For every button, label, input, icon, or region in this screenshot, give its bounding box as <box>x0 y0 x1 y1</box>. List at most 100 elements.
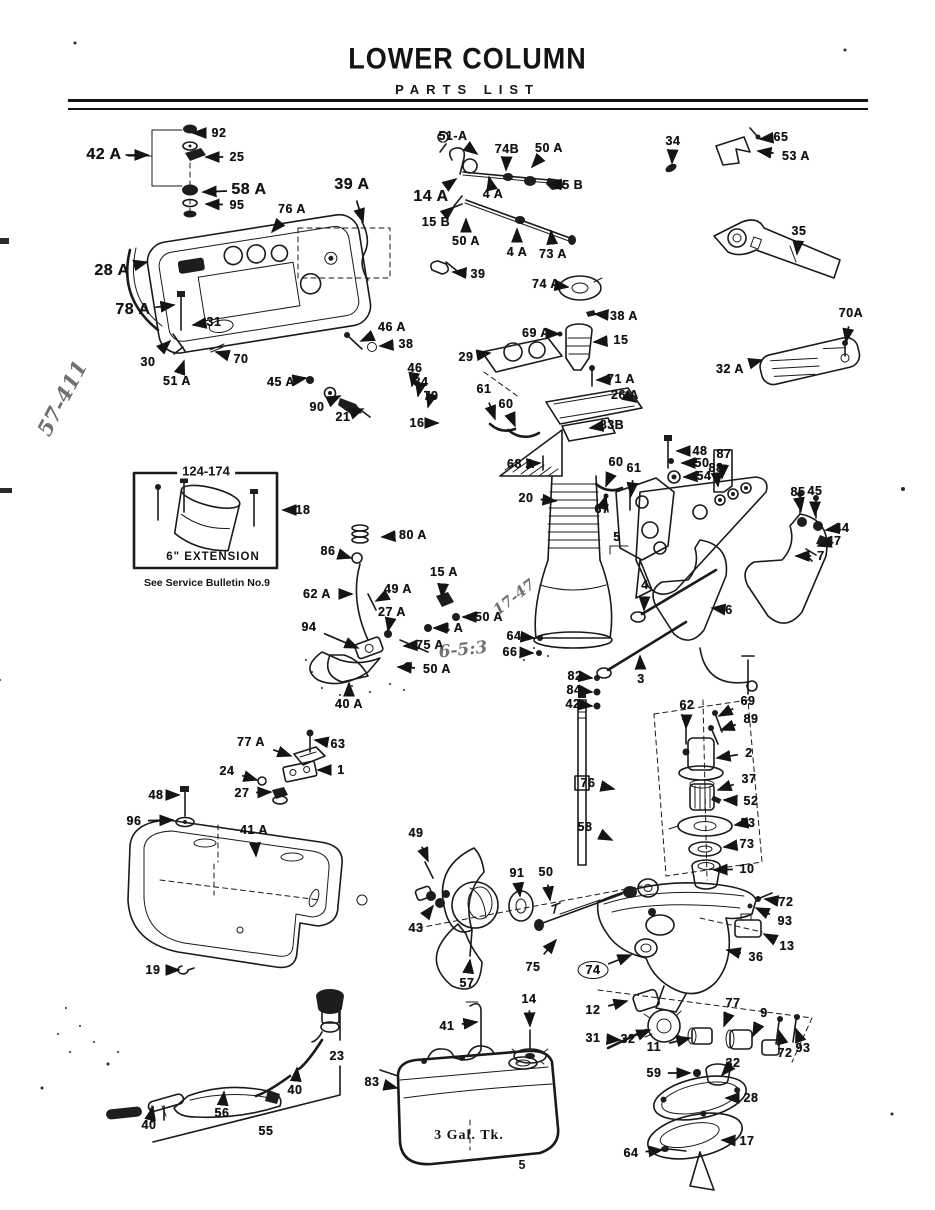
leader-arrow <box>451 267 468 279</box>
part-callout-46: 46 <box>407 361 423 375</box>
part-callout-18: 18 <box>295 503 311 517</box>
clamp-bracket-art <box>596 435 830 695</box>
leader-arrow <box>715 750 739 762</box>
fastener-stack-art <box>127 124 206 218</box>
leader-arrow <box>680 714 693 730</box>
part-callout-96: 96 <box>126 814 142 828</box>
part-callout-27: 27 <box>234 786 250 800</box>
part-callout-64: 64 <box>506 629 522 643</box>
part-callout-2: 2 <box>745 746 753 760</box>
leader-arrow <box>462 141 479 156</box>
leader-arrow <box>144 1105 156 1122</box>
leader-arrow <box>396 661 416 674</box>
part-callout-9: 9 <box>760 1006 768 1020</box>
leader-arrow <box>722 794 738 807</box>
part-callout-91: 91 <box>509 866 525 880</box>
part-callout-83b: 83B <box>599 418 625 432</box>
leader-arrow <box>414 381 427 398</box>
part-callout-24: 24 <box>219 764 235 778</box>
part-callout-75a: 75 A <box>416 638 444 652</box>
part-callout-93: 93 <box>777 914 793 928</box>
part-callout-14a: 14 A <box>413 188 449 205</box>
leader-arrow <box>719 719 737 731</box>
part-callout-32: 32 <box>620 1032 636 1046</box>
leader-arrow <box>155 300 176 313</box>
page-title: LOWER COLUMN <box>348 42 587 76</box>
part-callout-72: 72 <box>778 895 794 909</box>
leader-arrow <box>484 402 496 421</box>
leader-arrow <box>380 530 396 543</box>
part-callout-4: 4 <box>641 578 649 592</box>
leader-arrow <box>504 411 516 428</box>
part-callout-83: 83 <box>364 1075 380 1089</box>
leader-arrow <box>776 1029 789 1046</box>
part-callout-94: 94 <box>301 620 317 634</box>
leader-arrow <box>621 389 638 403</box>
part-callout-74a: 74 A <box>532 277 560 291</box>
part-callout-40a: 40 A <box>335 697 363 711</box>
part-callout-56: 56 <box>214 1106 230 1120</box>
leader-arrow <box>519 630 536 643</box>
lower-cowl-art <box>127 729 368 975</box>
leader-arrow <box>638 596 651 612</box>
part-callout-65: 65 <box>773 130 789 144</box>
leader-arrow <box>419 904 435 921</box>
handwritten-note: 17-47 <box>489 575 539 619</box>
leader-arrow <box>540 493 558 506</box>
leader-arrow <box>605 471 617 488</box>
part-callout-40: 40 <box>287 1083 303 1097</box>
part-callout-11: 11 <box>646 1040 662 1054</box>
leader-arrow <box>606 1033 622 1045</box>
part-callout-79: 79 <box>423 389 439 403</box>
part-callout-34: 34 <box>665 134 681 148</box>
part-callout-4a: 4 A <box>482 187 504 201</box>
part-callout-57: 57 <box>459 976 475 990</box>
leader-arrow <box>348 408 365 420</box>
leader-arrow <box>439 205 456 221</box>
part-callout-66: 66 <box>502 645 518 659</box>
extension-box-note: See Service Bulletin No.9 <box>143 577 271 589</box>
part-callout-53a: 53 A <box>782 149 810 163</box>
leader-arrow <box>666 149 679 165</box>
leader-arrow <box>270 217 286 234</box>
part-callout-75: 75 <box>525 960 541 974</box>
part-callout-41a: 41 A <box>240 823 268 837</box>
part-callout-74b: 74B <box>494 142 520 156</box>
leader-arrow <box>712 863 733 876</box>
leader-arrow <box>725 947 742 959</box>
part-callout-73a: 73 A <box>539 247 567 261</box>
part-callout-31: 31 <box>585 1031 601 1045</box>
part-callout-15b: 15 B <box>554 178 584 192</box>
leader-arrow <box>793 496 805 513</box>
leader-arrow <box>336 548 353 560</box>
leader-arrow <box>747 357 764 370</box>
part-callout-14: 14 <box>521 992 537 1006</box>
part-callout-74: 74 <box>577 961 609 979</box>
part-callout-61: 61 <box>476 382 492 396</box>
part-callout-42: 42 <box>565 697 581 711</box>
part-callout-30: 30 <box>140 355 156 369</box>
part-callout-4a: 4 A <box>506 245 528 259</box>
leader-arrow <box>720 1060 736 1077</box>
leader-arrow <box>408 371 421 388</box>
part-callout-1: 1 <box>337 763 345 777</box>
tiller-handle-art <box>665 127 861 386</box>
part-callout-61: 61 <box>626 461 642 475</box>
part-callout-76: 76 <box>580 776 596 790</box>
part-callout-15: 15 <box>613 333 629 347</box>
leader-arrow <box>323 632 360 649</box>
part-callout-60: 60 <box>608 455 624 469</box>
part-callout-46a: 46 A <box>378 320 406 334</box>
leader-arrow <box>289 1066 302 1083</box>
leader-arrow <box>607 998 629 1011</box>
part-callout-28: 28 <box>743 1091 759 1105</box>
part-callout-7: 7 <box>817 549 825 563</box>
leader-arrow <box>716 779 735 792</box>
part-callout-90: 90 <box>309 400 325 414</box>
leader-arrow <box>523 1010 536 1028</box>
part-callout-49a: 49 A <box>384 582 412 596</box>
part-callout-6: 6 <box>725 603 733 617</box>
part-callout-53: 53 <box>740 816 756 830</box>
part-callout-39: 39 <box>470 267 486 281</box>
part-callout-32: 32 <box>725 1056 741 1070</box>
